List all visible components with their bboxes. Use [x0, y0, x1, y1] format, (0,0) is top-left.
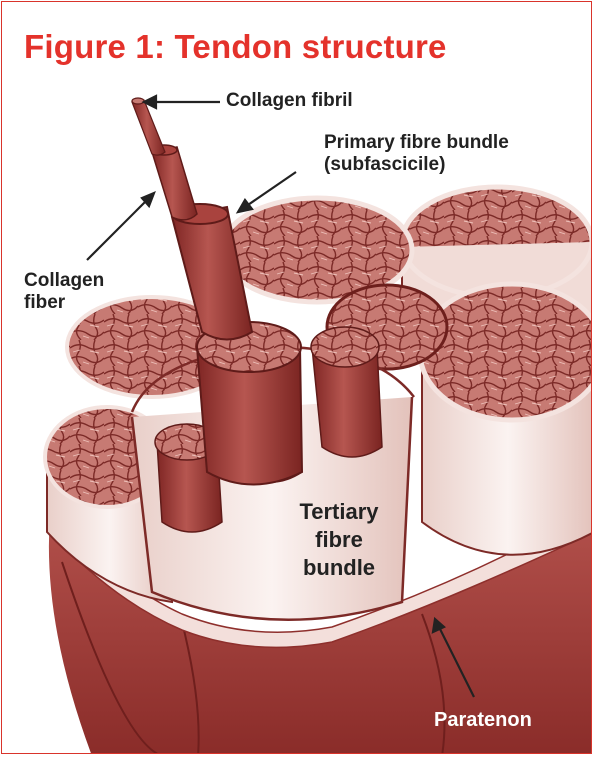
figure-title: Figure 1: Tendon structure: [24, 30, 447, 63]
label-tertiary-line2: fibre: [294, 526, 384, 554]
label-tertiary-line1: Tertiary: [294, 498, 384, 526]
label-primary-bundle-line1: Primary fibre bundle: [324, 132, 509, 154]
label-collagen-fibril: Collagen fibril: [226, 90, 353, 112]
label-primary-bundle-line2: (subfascicile): [324, 154, 445, 176]
label-collagen-fiber-line1: Collagen: [24, 270, 104, 292]
label-collagen-fiber-line2: fiber: [24, 292, 65, 314]
label-paratenon: Paratenon: [434, 709, 532, 731]
label-tertiary-line3: bundle: [294, 554, 384, 582]
